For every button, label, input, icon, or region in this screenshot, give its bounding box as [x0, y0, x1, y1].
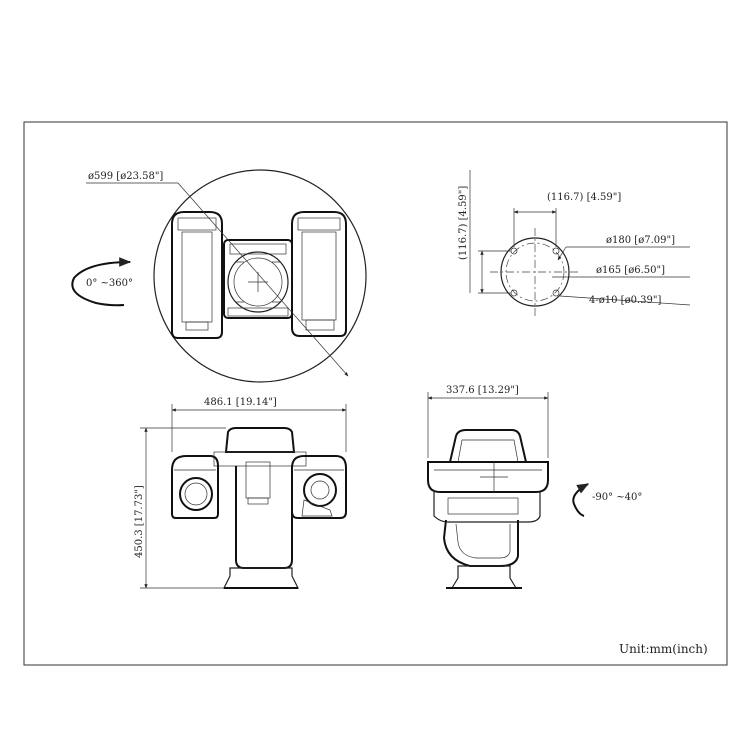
- top-view-diameter-label: ø599 [ø23.58"]: [88, 171, 163, 182]
- pan-rotation-arrow: [71, 257, 132, 307]
- mount-height-label: (116.7) [4.59"]: [458, 186, 469, 260]
- mount-holes: [510, 247, 560, 297]
- mount-bolt-circle: [505, 242, 565, 302]
- top-view: ø599 [ø23.58"] 0° ~360°: [71, 169, 367, 383]
- diameter-leader: [177, 182, 349, 377]
- mount-outer-diameter-label: ø180 [ø7.09"]: [606, 235, 675, 246]
- mount-bolt-circle-label: ø165 [ø6.50"]: [596, 265, 665, 276]
- drawing-frame: [23, 121, 728, 666]
- front-left-camera: [171, 455, 219, 519]
- side-width-label: 337.6 [13.29"]: [446, 385, 519, 396]
- front-right-camera: [291, 455, 347, 519]
- front-width-label: 486.1 [19.14"]: [204, 397, 277, 408]
- side-view: 337.6 [13.29"] -90° ~40°: [427, 385, 642, 589]
- right-housing: [291, 211, 347, 337]
- left-housing: [171, 211, 223, 339]
- tilt-rotation-label: -90° ~40°: [592, 492, 642, 503]
- pan-rotation-label: 0° ~360°: [86, 278, 133, 289]
- tilt-rotation-arrow: [572, 483, 590, 517]
- front-view: 486.1 [19.14"] 450.3 [17.73"]: [134, 397, 347, 589]
- pan-module: [223, 239, 293, 319]
- mount-width-label: (116.7) [4.59"]: [547, 192, 621, 203]
- front-height-label: 450.3 [17.73"]: [134, 485, 145, 558]
- mount-holes-label: 4-ø10 [ø0.39"]: [589, 295, 661, 306]
- top-view-clearance-circle: [153, 169, 367, 383]
- mount-view: (116.7) [4.59"] (116.7) [4.59"] ø180 [ø7…: [458, 170, 691, 316]
- unit-note: Unit:mm(inch): [619, 642, 708, 656]
